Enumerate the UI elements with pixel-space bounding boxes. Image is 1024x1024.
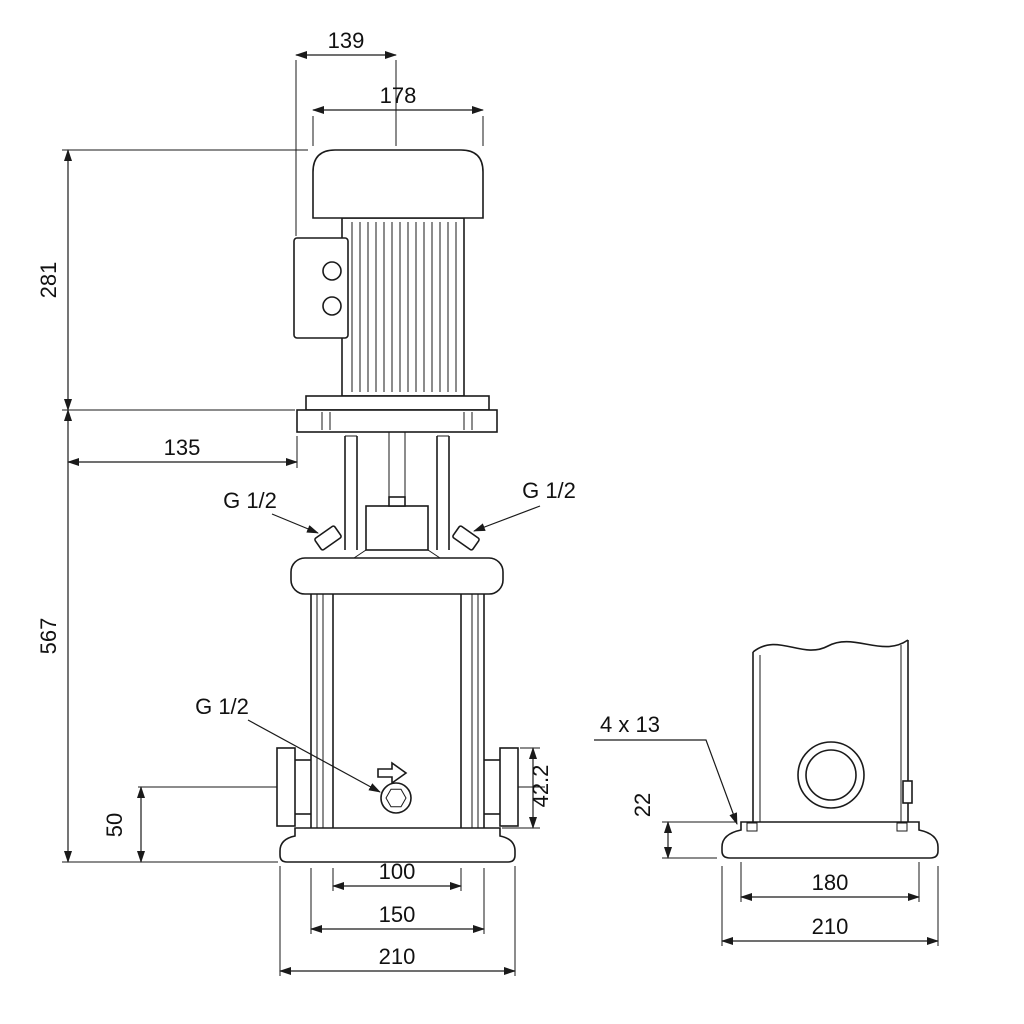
dim-180-label: 180	[812, 870, 849, 895]
front-view	[276, 149, 519, 863]
dim-139-label: 139	[328, 28, 365, 53]
g12-seal-right-label: G 1/2	[522, 478, 576, 503]
drain-plug	[380, 782, 412, 814]
cable-entry-top	[322, 261, 342, 281]
coupling-notch	[388, 496, 406, 507]
leader-g12-left	[271, 513, 319, 534]
pump-sleeve	[310, 594, 485, 828]
dim-150-label: 150	[379, 902, 416, 927]
break-line	[752, 639, 909, 653]
flow-direction-arrow	[377, 761, 408, 785]
dimension-labels: 139 178 281 567 135 50 42.2 100 150 210 …	[36, 28, 848, 969]
leader-g12-drain	[247, 719, 381, 793]
dim-135-label: 135	[164, 435, 201, 460]
seal-plug-right	[452, 525, 480, 551]
side-view	[721, 639, 939, 859]
head-flange	[290, 557, 504, 595]
fan-cover	[312, 149, 484, 219]
cable-entry-bottom	[322, 296, 342, 316]
dim-281-label: 281	[36, 262, 61, 299]
base-side	[721, 821, 939, 859]
g12-drain-label: G 1/2	[195, 694, 249, 719]
leader-lines	[247, 505, 738, 825]
base-bolt-slot-left	[746, 822, 758, 832]
terminal-box	[293, 237, 349, 339]
base-bolt-slot-right	[896, 822, 908, 832]
suction-port	[276, 747, 311, 827]
port-circle	[797, 741, 865, 809]
dim-210-front-label: 210	[379, 944, 416, 969]
dimension-lines	[64, 51, 939, 975]
leader-g12-right	[473, 505, 541, 532]
dim-210-side-label: 210	[812, 914, 849, 939]
dim-50-label: 50	[102, 813, 127, 837]
dim-567-label: 567	[36, 618, 61, 655]
extension-lines	[62, 60, 939, 976]
motor-flange	[296, 395, 498, 433]
dim-100-label: 100	[379, 859, 416, 884]
seal-plug-left	[314, 525, 342, 551]
dim-22-label: 22	[630, 793, 655, 817]
base-front	[279, 827, 516, 863]
motor-body	[341, 217, 465, 397]
dim-42-2-label: 42.2	[528, 765, 553, 808]
g12-seal-left-label: G 1/2	[223, 488, 277, 513]
leader-4x13	[594, 739, 738, 825]
side-plug	[902, 780, 913, 804]
coupling	[365, 505, 429, 551]
pump-head	[314, 432, 480, 559]
discharge-port	[484, 747, 519, 827]
dim-4x13-label: 4 x 13	[600, 712, 660, 737]
motor-fins	[351, 222, 457, 392]
dim-178-label: 178	[380, 83, 417, 108]
